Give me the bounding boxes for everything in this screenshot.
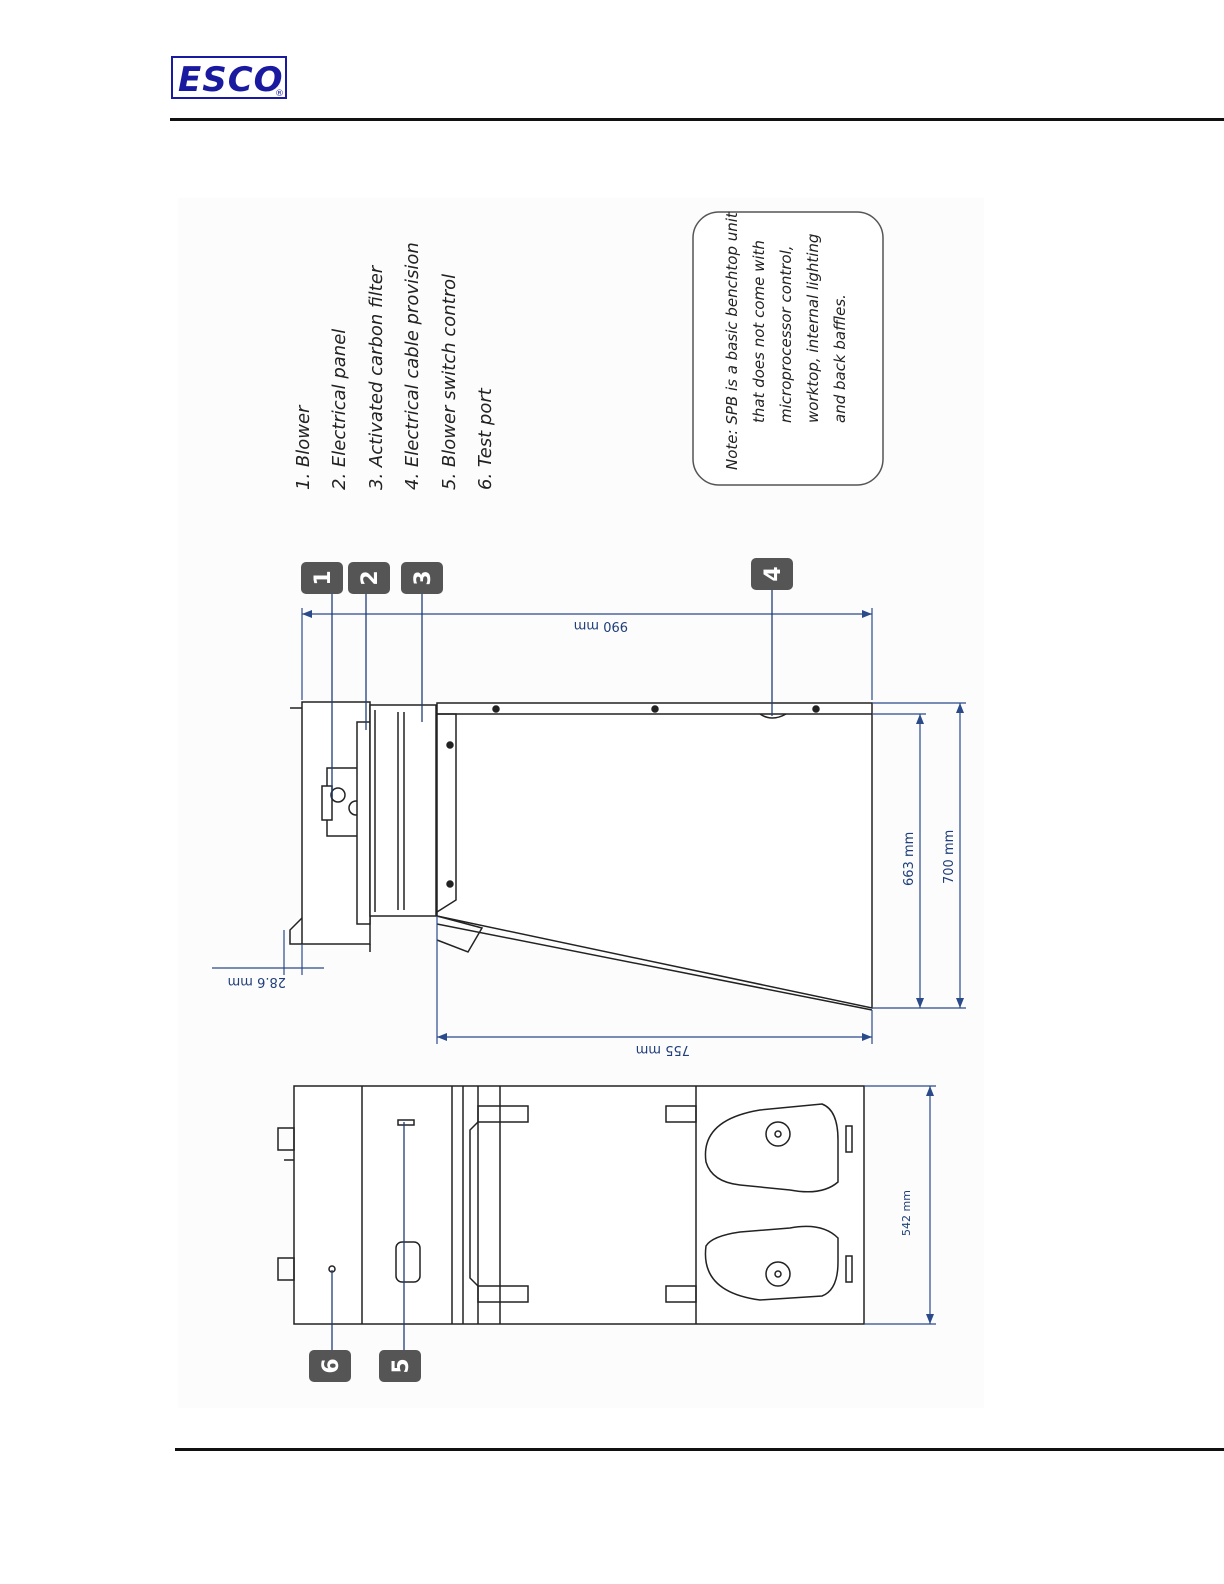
svg-text:3: 3 — [411, 570, 436, 585]
callout-4: 4 — [751, 558, 793, 590]
legend-item-test-port: 6. Test port — [475, 387, 496, 490]
dim-755: 755 mm — [636, 1042, 690, 1057]
legend: 1. Blower 2. Electrical panel 3. Activat… — [293, 242, 496, 490]
side-view — [289, 701, 873, 1011]
legend-item-blower-switch: 5. Blower switch control — [439, 274, 460, 490]
side-dimensions — [212, 608, 966, 1044]
callout-leaders — [331, 590, 773, 1350]
header-rule — [170, 118, 1224, 121]
svg-text:6: 6 — [319, 1358, 344, 1373]
legend-item-cable-provision: 4. Electrical cable provision — [402, 242, 423, 490]
note-line-3: microprocessor control, — [777, 245, 795, 423]
svg-text:5: 5 — [389, 1358, 414, 1373]
dim-28-6: 28.6 mm — [228, 974, 286, 989]
callout-6: 6 — [309, 1350, 351, 1382]
front-view — [277, 1085, 865, 1325]
dimension-arrows — [302, 610, 964, 1041]
logo-registered: ® — [275, 89, 284, 99]
note-line-4: worktop, internal lighting — [804, 234, 822, 423]
svg-text:4: 4 — [761, 566, 786, 581]
legend-item-electrical-panel: 2. Electrical panel — [329, 329, 350, 490]
callout-2: 2 — [348, 562, 390, 594]
dim-990: 990 mm — [574, 618, 628, 633]
dim-700: 700 mm — [942, 830, 957, 884]
esco-logo: ESCO ® — [171, 56, 287, 105]
note-line-1: Note: SPB is a basic benchtop unit — [723, 211, 741, 470]
dim-663: 663 mm — [902, 832, 917, 886]
svg-text:2: 2 — [358, 570, 383, 585]
legend-item-blower: 1. Blower — [293, 404, 314, 490]
callout-5: 5 — [379, 1350, 421, 1382]
legend-item-carbon-filter: 3. Activated carbon filter — [366, 264, 387, 490]
note-line-2: that does not come with — [750, 240, 768, 423]
dim-542: 542 mm — [900, 1190, 913, 1236]
footer-rule — [175, 1448, 1224, 1451]
callout-3: 3 — [401, 562, 443, 594]
callout-1: 1 — [301, 562, 343, 594]
note-line-5: and back baffles. — [831, 294, 849, 423]
note-box: Note: SPB is a basic benchtop unit that … — [692, 211, 884, 486]
logo-text: ESCO — [178, 60, 284, 100]
svg-text:1: 1 — [311, 570, 336, 585]
front-dimensions — [864, 1085, 936, 1325]
